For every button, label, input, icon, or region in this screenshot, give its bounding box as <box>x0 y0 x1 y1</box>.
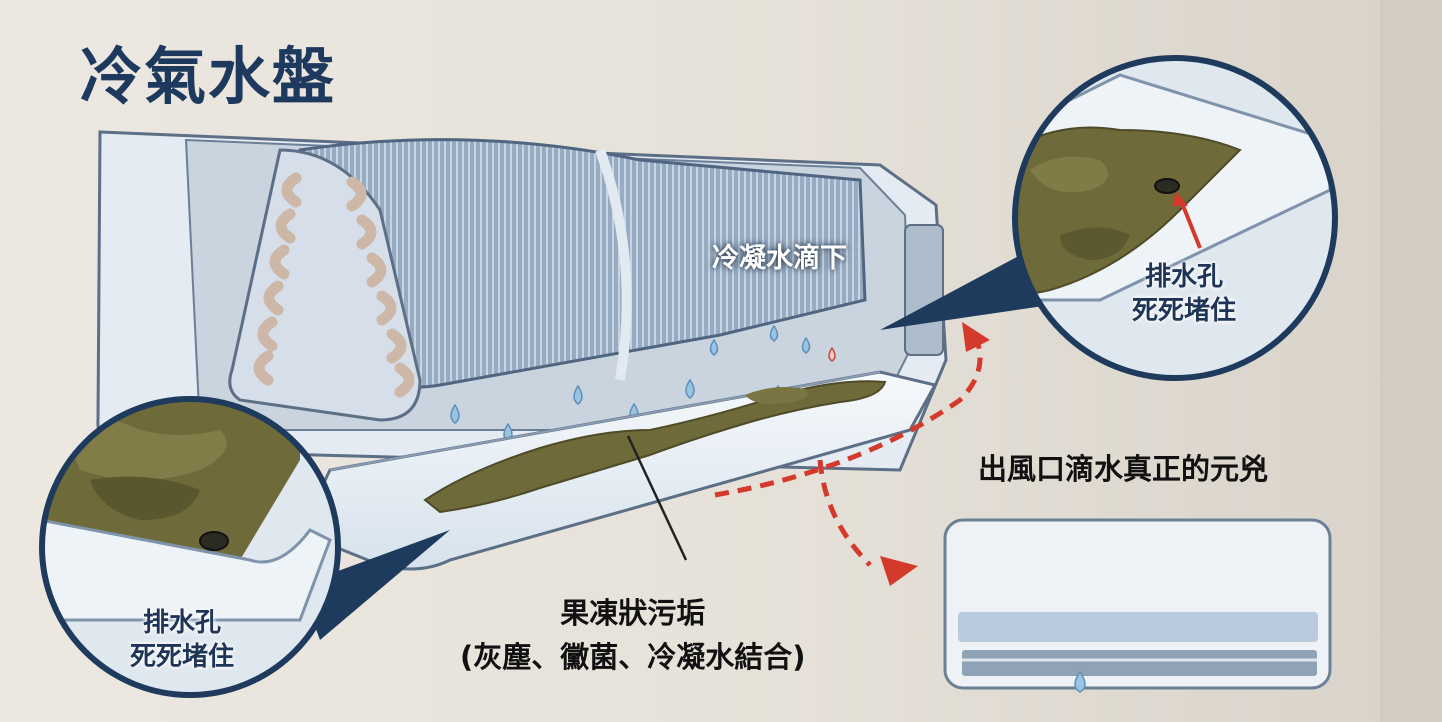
sludge-label-line1: 果凍狀污垢 <box>560 596 706 630</box>
water-drop-icon <box>573 384 583 405</box>
unit-side-vent <box>904 224 944 356</box>
sludge-leader-line <box>626 435 688 561</box>
water-drop-icon <box>685 378 695 399</box>
indoor-unit-closed <box>943 518 1332 693</box>
arrowhead-down <box>880 556 918 586</box>
water-drop-icon <box>828 346 836 362</box>
sludge-label-line2: (灰塵、黴菌、冷凝水結合) <box>460 640 806 674</box>
coil-tubes <box>253 172 415 398</box>
sludge-spot <box>745 387 808 404</box>
page-title: 冷氣水盤 <box>80 40 337 113</box>
zoom-callout-right <box>1012 55 1338 381</box>
sludge-in-pan <box>423 380 887 514</box>
drain-clog-label-right-line1: 排水孔 <box>1145 262 1224 292</box>
closed-unit-front-stripe <box>958 612 1318 642</box>
water-drops <box>450 324 836 443</box>
coil-divider <box>595 148 632 381</box>
closed-unit-body <box>943 518 1332 690</box>
sludge-label: 果凍狀污垢 (灰塵、黴菌、冷凝水結合) <box>460 591 806 679</box>
red-dashed-arrow-icon <box>714 334 983 567</box>
zoom-callout-left <box>39 396 341 698</box>
drain-hole-icon <box>199 531 229 551</box>
wall-shadow <box>1380 0 1442 722</box>
closed-unit-vent <box>962 650 1317 676</box>
water-drop-icon <box>769 324 779 342</box>
arrowhead-up <box>962 322 990 352</box>
drain-clog-label-right: 排水孔 死死堵住 <box>1132 260 1236 328</box>
water-drop-icon <box>801 336 811 354</box>
drain-hole-icon <box>1154 178 1180 194</box>
coil-bracket <box>228 148 422 422</box>
closed-unit-drip <box>1074 670 1086 693</box>
drain-clog-label-left-line2: 死死堵住 <box>130 642 235 672</box>
water-drop-icon <box>450 403 460 424</box>
callout-pointer-left <box>300 530 450 640</box>
condensate-label: 冷凝水滴下 <box>712 243 847 274</box>
drain-clog-label-right-line2: 死死堵住 <box>1132 296 1237 326</box>
water-drop-icon <box>709 338 719 356</box>
drain-clog-label-left: 排水孔 死死堵住 <box>130 606 234 674</box>
real-culprit-label: 出風口滴水真正的元兇 <box>978 452 1269 486</box>
callout-pointer-right <box>880 250 1050 330</box>
drain-clog-label-left-line1: 排水孔 <box>143 608 222 638</box>
